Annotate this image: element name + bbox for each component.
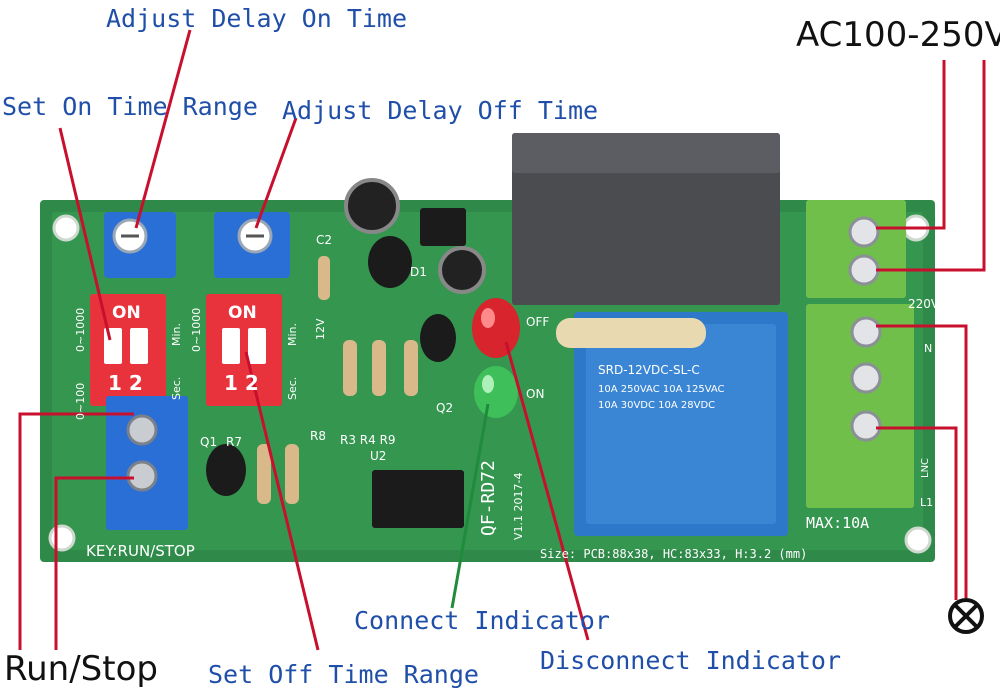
- version-label: V1.1 2017-4: [512, 473, 525, 540]
- terminal-bottom-screw-1: [850, 316, 882, 348]
- dip-on-slider-1: [104, 328, 122, 364]
- relay-line-1: SRD-12VDC-SL-C: [598, 363, 700, 377]
- dip-on-label-left: ON: [112, 303, 141, 323]
- led-red-shine: [481, 308, 495, 328]
- u2-label: U2: [370, 449, 386, 463]
- leader-run-stop-2: [54, 476, 134, 650]
- size-label: Size: PCB:88x38, HC:83x33, H:3.2 (mm): [540, 547, 807, 561]
- transistor-q1: [206, 444, 246, 496]
- terminal-bottom: [806, 304, 914, 508]
- resistor-r4: [372, 340, 386, 396]
- regulator-chip: [420, 208, 466, 246]
- leader-run-stop-1: [18, 412, 134, 650]
- min-label-right: Min.: [286, 323, 299, 346]
- label-set-off-range: Set Off Time Range: [208, 660, 479, 689]
- dip-on-label-right: ON: [228, 303, 257, 323]
- leader-connect: [450, 403, 490, 609]
- model-label: QF-RD72: [478, 460, 499, 536]
- led-green-shine: [482, 375, 494, 393]
- terminal-bottom-screw-3: [850, 410, 882, 442]
- range-label-right: 0~1000: [190, 308, 203, 352]
- sec-label-right: Sec.: [286, 377, 299, 400]
- leader-load-1: [876, 324, 968, 598]
- key-terminal-screw-1: [126, 414, 158, 446]
- c2-label: C2: [316, 233, 332, 247]
- dip-on-digits-right: 1 2: [224, 371, 259, 395]
- terminal-top-screw-2: [848, 254, 880, 286]
- mount-hole-tl: [52, 214, 80, 242]
- resistor-r9: [404, 340, 418, 396]
- label-run-stop: Run/Stop: [4, 649, 158, 689]
- led-on-label: ON: [526, 387, 544, 401]
- led-red: [472, 298, 520, 358]
- label-adjust-delay-off: Adjust Delay Off Time: [282, 96, 599, 125]
- key-terminal-screw-2: [126, 460, 158, 492]
- leader-adjust-delay-off: [254, 117, 298, 229]
- key-label: KEY:RUN/STOP: [86, 542, 195, 560]
- label-adjust-delay-on: Adjust Delay On Time: [106, 4, 408, 33]
- min-label-left: Min.: [170, 323, 183, 346]
- diode-d2: [318, 256, 330, 300]
- resistor-r8: [285, 444, 299, 504]
- q1-label: Q1: [200, 435, 217, 449]
- capacitor-c3: [438, 246, 486, 294]
- leader-adjust-delay-on: [134, 29, 192, 229]
- d1-label: D1: [410, 265, 427, 279]
- r3r4r9-label: R3 R4 R9: [340, 433, 396, 447]
- dip-off-range: [206, 294, 282, 406]
- dip-off-slider-1: [222, 328, 240, 364]
- transistor-q2: [420, 314, 456, 362]
- resistor-r3: [343, 340, 357, 396]
- leader-ac-1: [876, 60, 946, 230]
- leader-ac-2: [876, 60, 986, 272]
- ic-u2: [372, 470, 464, 528]
- r8-label: R8: [310, 429, 326, 443]
- led-green: [474, 366, 518, 418]
- lamp-cross-2: [953, 603, 979, 629]
- leader-set-on-range: [58, 127, 112, 341]
- leader-disconnect: [504, 341, 590, 641]
- dip-on-digits-left: 1 2: [108, 371, 143, 395]
- label-set-on-range: Set On Time Range: [2, 92, 258, 121]
- lnc-label: LNC: [920, 458, 931, 478]
- terminal-bottom-screw-2: [850, 362, 882, 394]
- q2-label: Q2: [436, 401, 453, 415]
- led-off-label: OFF: [526, 315, 549, 329]
- l1-label: L1: [920, 496, 933, 509]
- label-connect-indicator: Connect Indicator: [354, 606, 610, 635]
- capacitor-c2: [344, 178, 400, 234]
- mount-hole-br: [904, 526, 932, 554]
- leader-set-off-range: [244, 351, 320, 651]
- v12-label: 12V: [314, 318, 327, 340]
- dip-off-slider-2: [248, 328, 266, 364]
- mount-hole-bl: [48, 524, 76, 552]
- r7-label: R7: [226, 435, 242, 449]
- transformer-top: [512, 133, 780, 173]
- label-disconnect-indicator: Disconnect Indicator: [540, 646, 842, 675]
- transformer: [512, 133, 780, 305]
- relay-line-3: 10A 30VDC 10A 28VDC: [598, 400, 715, 411]
- dip-on-slider-2: [130, 328, 148, 364]
- terminal-top: [806, 200, 906, 298]
- resistor-r7: [257, 444, 271, 504]
- sec-label-left: Sec.: [170, 377, 183, 400]
- relay-line-2: 10A 250VAC 10A 125VAC: [598, 384, 725, 395]
- max-label: MAX:10A: [806, 514, 869, 532]
- leader-load-2: [876, 426, 958, 600]
- range-label-left: 0~1000: [74, 308, 87, 352]
- dip-on-range: [90, 294, 166, 406]
- relay-resistor: [556, 318, 706, 348]
- v220-label: 220V: [908, 297, 940, 311]
- transistor-8l: [368, 236, 412, 288]
- terminal-top-screw-1: [848, 216, 880, 248]
- label-ac-input: AC100-250V: [796, 15, 1000, 55]
- relay-face: [586, 324, 776, 524]
- range-label-100: 0~100: [74, 383, 87, 420]
- n-label: N: [924, 342, 932, 355]
